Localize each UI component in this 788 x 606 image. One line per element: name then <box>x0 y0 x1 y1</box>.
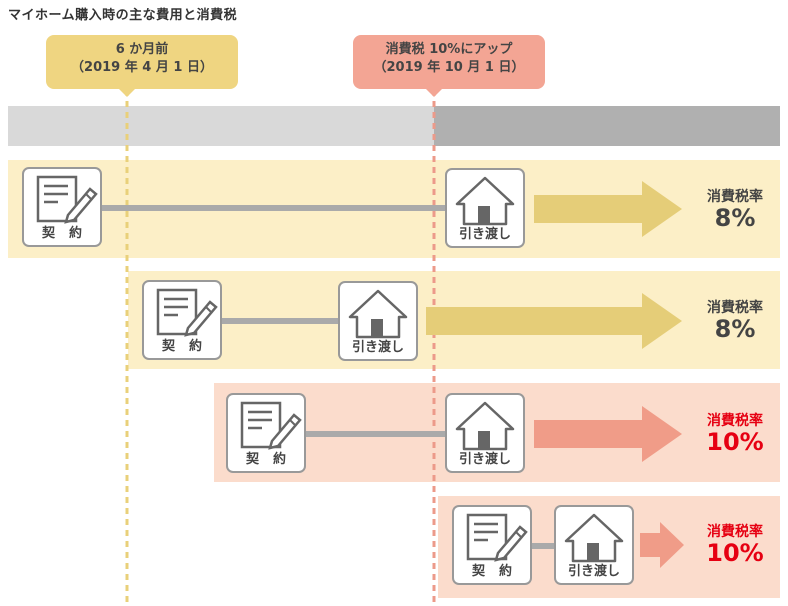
tax-rate-value: 10% <box>706 539 764 567</box>
handover-label: 引き渡し <box>567 564 620 579</box>
timeline-after <box>434 106 780 146</box>
callout-six-months-line2: （2019 年 4 月 1 日） <box>71 60 213 75</box>
arrow-right-icon <box>640 522 684 568</box>
handover-card: 引き渡し <box>338 281 418 361</box>
tax-rate-row-4: 消費税率 10% <box>690 521 780 565</box>
handover-label: 引き渡し <box>458 227 511 242</box>
contract-card: 契約 <box>226 393 306 473</box>
row-2-connector <box>222 318 340 324</box>
house-icon <box>455 176 515 226</box>
document-pen-icon <box>466 513 528 562</box>
tax-rate-value: 8% <box>714 204 756 232</box>
tax-rate-row-1: 消費税率 8% <box>690 186 780 230</box>
tax-rate-label: 消費税率 <box>707 300 763 316</box>
contract-card: 契約 <box>22 167 102 247</box>
callout-six-months: 6 か月前 （2019 年 4 月 1 日） <box>46 35 238 89</box>
tax-rate-value: 10% <box>706 428 764 456</box>
tax-rate-row-2: 消費税率 8% <box>690 297 780 341</box>
callout-six-months-line1: 6 か月前 <box>115 42 169 57</box>
row-4-connector <box>530 543 556 549</box>
contract-card: 契約 <box>142 280 222 360</box>
document-pen-icon <box>240 401 302 450</box>
callout-tax-up-line1: 消費税 10%にアップ <box>385 42 513 57</box>
contract-label: 契約 <box>245 452 300 467</box>
callout-tax-up-line2: （2019 年 10 月 1 日） <box>373 60 525 75</box>
contract-label: 契約 <box>161 339 216 354</box>
contract-label: 契約 <box>41 226 96 241</box>
tax-rate-value: 8% <box>714 315 756 343</box>
document-pen-icon <box>156 288 218 337</box>
handover-card: 引き渡し <box>445 168 525 248</box>
tax-rate-row-3: 消費税率 10% <box>690 410 780 454</box>
handover-label: 引き渡し <box>458 452 511 467</box>
house-icon <box>455 401 515 451</box>
arrow-right-icon <box>426 293 682 349</box>
callout-tax-up: 消費税 10%にアップ （2019 年 10 月 1 日） <box>353 35 545 89</box>
timeline-before <box>8 106 434 146</box>
page-title: マイホーム購入時の主な費用と消費税 <box>8 8 238 23</box>
house-icon <box>564 513 624 563</box>
house-icon <box>348 289 408 339</box>
arrow-right-icon <box>534 406 682 462</box>
tax-rate-label: 消費税率 <box>707 413 763 429</box>
handover-card: 引き渡し <box>554 505 634 585</box>
handover-label: 引き渡し <box>351 340 404 355</box>
contract-card: 契約 <box>452 505 532 585</box>
tax-rate-label: 消費税率 <box>707 189 763 205</box>
row-1-connector <box>102 205 447 211</box>
contract-label: 契約 <box>471 564 526 579</box>
tax-rate-label: 消費税率 <box>707 524 763 540</box>
document-pen-icon <box>36 175 98 224</box>
arrow-right-icon <box>534 181 682 237</box>
row-3-connector <box>306 431 446 437</box>
handover-card: 引き渡し <box>445 393 525 473</box>
